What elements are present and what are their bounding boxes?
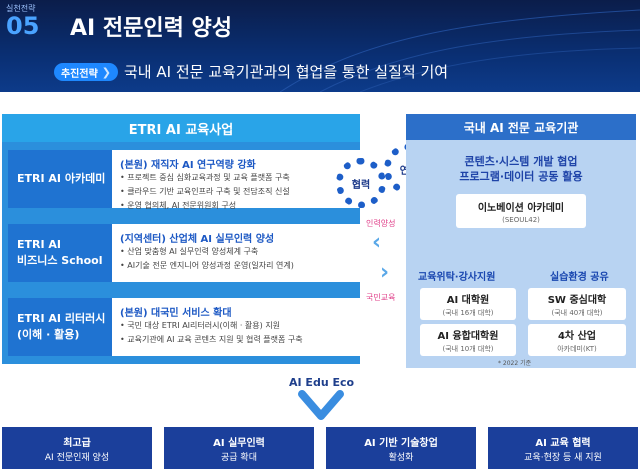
outcome-line: 교육·현장 등 새 지원 <box>524 452 602 463</box>
institution-sw-univ: SW 중심대학 (국내 40개 대학) <box>528 288 626 320</box>
footnote: * 2022 기준 <box>498 360 532 367</box>
gear-icon-cooperation: 협력 <box>336 158 386 208</box>
program-heading: (지역센터) 산업체 AI 실무인력 양성 <box>120 234 275 245</box>
outcome-line: AI 전문인재 양성 <box>44 452 110 463</box>
bullet-item: 국민 대상 ETRI AI리터러시(이해 · 활용) 지원 <box>120 319 303 333</box>
institution-name: SW 중심대학 <box>547 294 607 306</box>
institution-ai-grad: AI 대학원 (국내 16개 대학) <box>420 288 516 320</box>
institution-sub: (국내 16개 대학) <box>442 308 494 317</box>
strategy-pill-label: 추진전략 <box>60 68 98 80</box>
institution-4th-industry: 4차 산업 아카데미(KT) <box>528 324 626 356</box>
outcome-line: 최고급 <box>63 437 91 449</box>
institution-name: 이노베이션 아카데미 <box>477 202 565 214</box>
outcome-line: AI 기반 기술창업 <box>364 437 438 449</box>
bullet-item: 산업 맞춤형 AI 실무인력 양성체계 구축 <box>120 245 294 259</box>
program-heading: (본원) 재직자 AI 연구역량 강화 <box>120 160 256 171</box>
right-panel: 콘텐츠·시스템 개발 협업 프로그램·데이터 공동 활용 이노베이션 아카데미 … <box>406 140 636 368</box>
program-label-line: ETRI AI 리터러시 <box>17 311 106 325</box>
program-bullets: 국민 대상 ETRI AI리터러시(이해 · 활용) 지원 교육기관에 AI 교… <box>120 319 303 347</box>
chevron-right-icon: › <box>380 260 390 285</box>
institution-name: AI 융합대학원 <box>437 330 499 342</box>
institution-name: AI 대학원 <box>446 294 490 306</box>
outcome-line: 활성화 <box>388 452 414 463</box>
chevron-left-icon: ‹ <box>372 230 382 255</box>
section-kicker: 실천전략 <box>6 4 36 13</box>
program-label: ETRI AI 비즈니스 School <box>8 224 112 282</box>
program-label-line: 비즈니스 School <box>17 254 103 267</box>
outcome-line: 공급 확대 <box>221 452 257 463</box>
outcome-bar: 최고급 AI 전문인재 양성 <box>2 427 152 469</box>
program-label-line: (이해 · 활용) <box>17 328 80 341</box>
institution-sub: (국내 10개 대학) <box>442 344 494 353</box>
institution-sub: (국내 40개 대학) <box>551 308 603 317</box>
program-heading: (본원) 대국민 서비스 확대 <box>120 308 232 319</box>
institution-ai-convergence: AI 융합대학원 (국내 10개 대학) <box>420 324 516 356</box>
column-title-practice: 실습환경 공유 <box>550 272 609 283</box>
outcome-line: AI 실무인력 <box>213 437 265 449</box>
bullet-item: 운영 협의체, AI 전문위원회 구성 <box>120 199 290 213</box>
institution-innovation-academy: 이노베이션 아카데미 (SEOUL42) <box>456 194 586 228</box>
outcome-bar: AI 교육 협력 교육·현장 등 새 지원 <box>488 427 638 469</box>
strategy-pill: 추진전략 ❯ <box>54 63 118 81</box>
institution-sub: (SEOUL42) <box>502 215 540 224</box>
program-card-academy: ETRI AI 아카데미 (본원) 재직자 AI 연구역량 강화 프로젝트 중심… <box>8 150 360 210</box>
right-intro: 콘텐츠·시스템 개발 협업 프로그램·데이터 공동 활용 <box>406 154 636 184</box>
outcome-bar: AI 기반 기술창업 활성화 <box>326 427 476 469</box>
eco-logo-icon <box>298 390 344 420</box>
column-title-training: 교육위탁·강사지원 <box>418 272 496 283</box>
page-title: AI 전문인력 양성 <box>70 16 232 41</box>
header-banner: 실천전략 05 AI 전문인력 양성 추진전략 ❯ 국내 AI 전문 교육기관과… <box>0 0 640 92</box>
outcome-line: AI 교육 협력 <box>535 437 591 449</box>
program-label-line: ETRI AI 아카데미 <box>17 171 106 185</box>
eco-label: AI Edu Eco <box>289 376 355 389</box>
program-label: ETRI AI 리터러시 (이해 · 활용) <box>8 298 112 356</box>
label-public-education: 국민교육 <box>366 293 396 302</box>
program-label: ETRI AI 아카데미 <box>8 150 112 208</box>
intro-line: 프로그램·데이터 공동 활용 <box>459 170 583 183</box>
bullet-item: 클라우드 기반 교육인프라 구축 및 전담조직 신설 <box>120 185 289 199</box>
program-card-literacy: ETRI AI 리터러시 (이해 · 활용) (본원) 대국민 서비스 확대 국… <box>8 298 360 356</box>
bullet-item: 교육기관에 AI 교육 콘텐츠 지원 및 협력 플랫폼 구축 <box>120 333 302 347</box>
left-panel-title: ETRI AI 교육사업 <box>2 114 360 142</box>
program-card-business-school: ETRI AI 비즈니스 School (지역센터) 산업체 AI 실무인력 양… <box>8 224 360 282</box>
bullet-item: 프로젝트 중심 심화교육과정 및 교육 플랫폼 구축 <box>120 171 289 185</box>
outcome-bar: AI 실무인력 공급 확대 <box>164 427 314 469</box>
program-label-line: ETRI AI <box>17 237 62 251</box>
page-subtitle: 국내 AI 전문 교육기관과의 협업을 통한 실질적 기여 <box>124 63 449 81</box>
gear-label: 협력 <box>351 179 371 191</box>
bullet-item: AI기술 전문 엔지니어 양성과정 운영(일자리 연계) <box>120 259 294 273</box>
label-workforce: 인력양성 <box>366 219 396 228</box>
institution-name: 4차 산업 <box>557 330 597 342</box>
chevron-right-icon: ❯ <box>101 65 112 79</box>
intro-line: 콘텐츠·시스템 개발 협업 <box>464 155 578 168</box>
header-decoration <box>279 9 640 92</box>
institution-sub: 아카데미(KT) <box>557 344 597 353</box>
right-panel-title: 국내 AI 전문 교육기관 <box>406 114 636 140</box>
section-number: 05 <box>6 12 40 40</box>
program-bullets: 산업 맞춤형 AI 실무인력 양성체계 구축 AI기술 전문 엔지니어 양성과정… <box>120 245 294 273</box>
program-bullets: 프로젝트 중심 심화교육과정 및 교육 플랫폼 구축 클라우드 기반 교육인프라… <box>120 171 290 213</box>
